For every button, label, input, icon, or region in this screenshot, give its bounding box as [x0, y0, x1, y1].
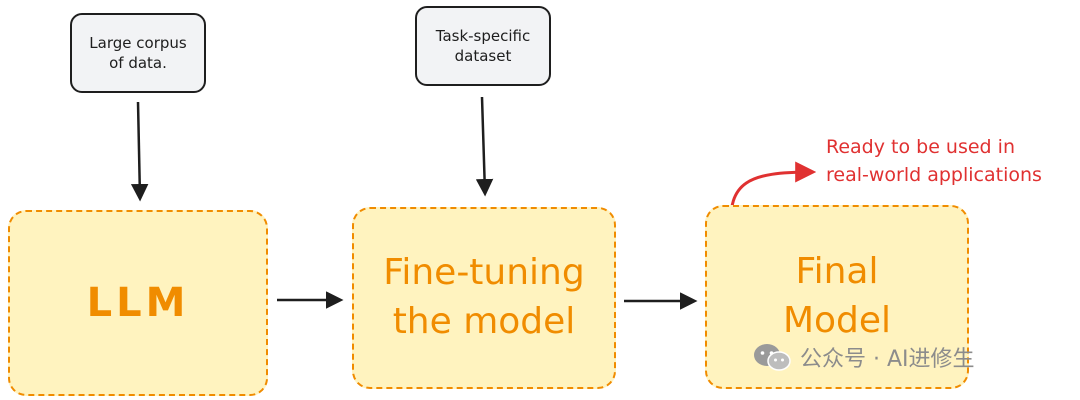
watermark: 公众号 · AI进修生: [752, 341, 975, 373]
arrow-corpus-to-llm: [130, 101, 149, 202]
finetune-box: Fine-tuning the model: [352, 207, 616, 389]
dataset-note: Task-specific dataset: [415, 6, 551, 86]
final-model-box: Final Model: [705, 205, 969, 389]
watermark-text: 公众号 · AI进修生: [800, 347, 975, 372]
arrow-dataset-to-finetune: [475, 96, 494, 197]
corpus-note: Large corpus of data.: [70, 13, 206, 93]
applications-annotation: Ready to be used in real-world applicati…: [826, 136, 1042, 186]
llm-box: LLM: [8, 210, 268, 396]
wechat-icon: [754, 344, 791, 371]
